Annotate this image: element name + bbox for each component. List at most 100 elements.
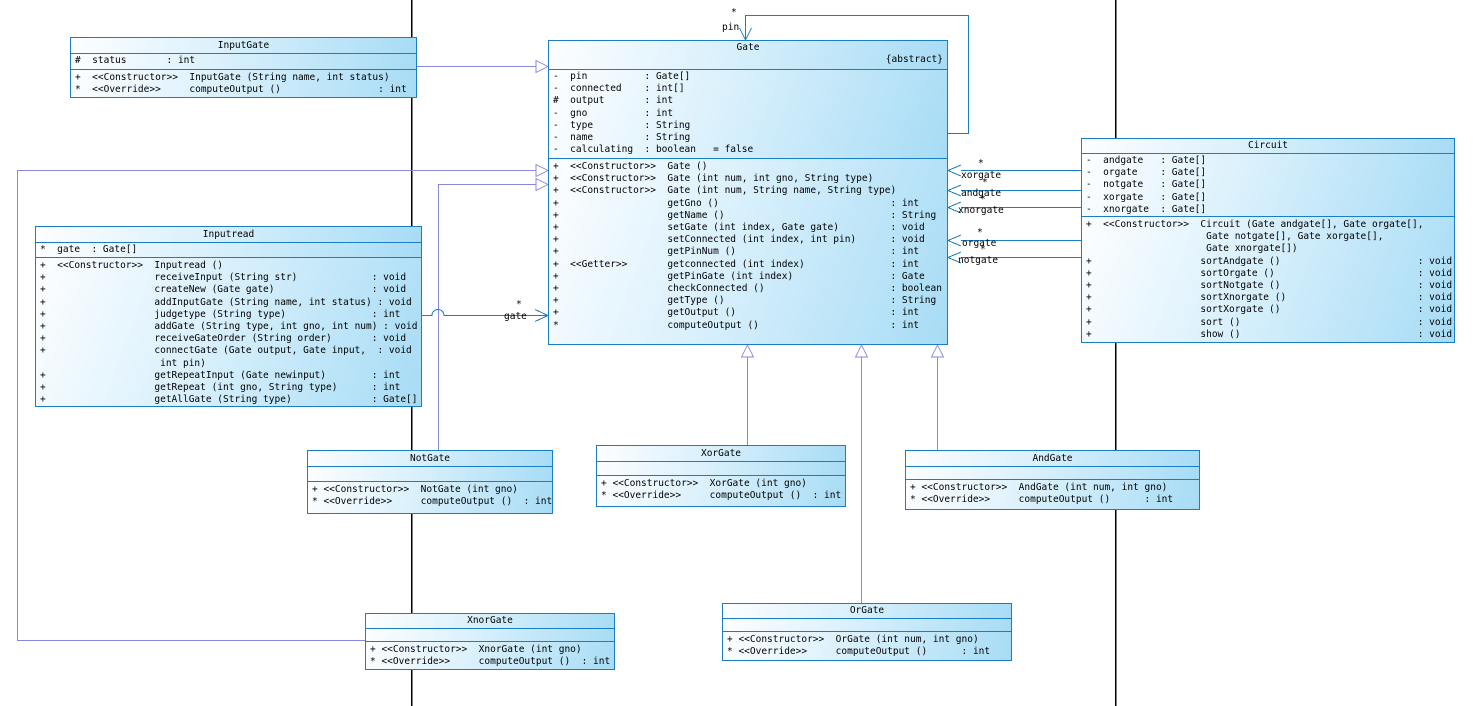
gate-multiplicity-label: * [516,299,522,310]
triangle-arrowhead [535,177,550,192]
operation-row[interactable]: + <<Constructor>> XnorGate (int gno) [370,644,582,655]
class-andgate[interactable]: AndGate + <<Constructor>> AndGate (int n… [905,450,1200,510]
notgate-multiplicity-label: * [980,244,986,255]
operation-row[interactable]: + createNew (Gate gate) : void [40,284,407,296]
operation-row[interactable]: + getGno () : int [553,197,920,209]
association-circuit-orgate[interactable] [947,234,1081,247]
operation-row[interactable]: + show () : void [1086,328,1453,340]
open-arrowhead [947,234,962,247]
operation-row[interactable]: + <<Constructor>> Gate (int num, int gno… [553,173,874,185]
attribute-row[interactable]: # status : int [75,55,196,66]
open-arrowhead [534,309,549,322]
operation-row[interactable]: + addInputGate (String name, int status)… [40,296,412,308]
open-arrowhead [739,27,752,41]
generalization-notgate-to-gate[interactable] [438,177,550,451]
class-inputread[interactable]: Inputread * gate : Gate[] + <<Constructo… [35,226,422,407]
attribute-row[interactable]: - andgate : Gate[] [1086,155,1207,166]
attribute-row[interactable]: # output : int [553,95,674,107]
generalization-andgate-to-gate[interactable] [930,343,945,450]
operation-row[interactable]: + getRepeatInput (Gate newinput) : int [40,369,401,381]
attribute-row[interactable]: - orgate : Gate[] [1086,167,1207,179]
attribute-row[interactable]: - name : String [553,132,691,144]
operation-row[interactable]: + <<Getter>> getconnected (int index) : … [553,258,920,270]
gate-role-label: gate [504,311,527,322]
operation-row[interactable]: + getRepeat (int gno, String type) : int [40,382,401,394]
attribute-row[interactable]: - gno : int [553,107,674,119]
operation-row[interactable]: * computeOutput () : int [553,319,920,331]
operation-row[interactable]: + checkConnected () : boolean [553,283,942,295]
operation-row[interactable]: + connectGate (Gate output, Gate input, … [40,345,412,369]
class-gate[interactable]: Gate {abstract} - pin : Gate[]- connecte… [548,40,948,345]
attributes-compartment [308,466,552,481]
operation-row[interactable]: + <<Constructor>> OrGate (int num, int g… [727,634,979,645]
operation-row[interactable]: + <<Constructor>> Gate (int num, String … [553,185,897,197]
operation-row[interactable]: + sortXorgate () : void [1086,304,1453,316]
andgate-multiplicity-label: * [982,177,988,188]
xnorgate-multiplicity-label: * [980,194,986,205]
operation-row[interactable]: * <<Override>> computeOutput () : int [370,656,611,668]
operation-row[interactable]: + setConnected (int index, int pin) : vo… [553,234,925,246]
operation-row[interactable]: + <<Constructor>> XorGate (int gno) [601,478,807,489]
operations-compartment: + <<Constructor>> Circuit (Gate andgate[… [1082,216,1454,342]
attribute-row[interactable]: * gate : Gate[] [40,244,138,255]
operation-row[interactable]: + <<Constructor>> InputGate (String name… [75,72,390,83]
operation-row[interactable]: * <<Override>> computeOutput () : int [75,84,407,96]
attribute-row[interactable]: - type : String [553,119,691,131]
connector-line [17,170,536,641]
operation-row[interactable]: + receiveInput (String str) : void [40,272,407,284]
operation-row[interactable]: + getOutput () : int [553,307,920,319]
operation-row[interactable]: + getPinGate (int index) : Gate [553,270,925,282]
orgate-role-label: orgate [962,238,997,249]
attribute-row[interactable]: - connected : int[] [553,83,685,95]
operation-row[interactable]: * <<Override>> computeOutput () : int [727,646,991,658]
operation-row[interactable]: + getType () : String [553,295,937,307]
generalization-inputgate-to-gate[interactable] [417,59,550,74]
operation-row[interactable]: + <<Constructor>> Inputread () [40,260,224,271]
class-notgate[interactable]: NotGate + <<Constructor>> NotGate (int g… [307,450,553,514]
operation-row[interactable]: * <<Override>> computeOutput () : int [910,494,1174,506]
class-xnorgate[interactable]: XnorGate + <<Constructor>> XnorGate (int… [365,613,615,670]
attribute-row[interactable]: - calculating : boolean = false [553,144,754,156]
class-xorgate[interactable]: XorGate + <<Constructor>> XorGate (int g… [596,445,846,507]
operation-row[interactable]: + <<Constructor>> Circuit (Gate andgate[… [1086,219,1424,255]
andgate-role-label: andgate [961,188,1001,199]
operation-row[interactable]: + judgetype (String type) : int [40,308,401,320]
association-circuit-andgate[interactable] [947,184,1081,197]
class-circuit[interactable]: Circuit - andgate : Gate[]- orgate : Gat… [1081,138,1455,343]
association-inputread-gate[interactable] [422,309,549,322]
operation-row[interactable]: * <<Override>> computeOutput () : int [312,496,552,508]
pin-multiplicity-label: * [731,7,737,18]
operation-row[interactable]: * <<Override>> computeOutput () : int [601,490,842,502]
attribute-row[interactable]: - pin : Gate[] [553,71,691,82]
class-orgate[interactable]: OrGate + <<Constructor>> OrGate (int num… [722,603,1012,661]
association-circuit-xnorgate[interactable] [947,201,1081,214]
attribute-row[interactable]: - xnorgate : Gate[] [1086,203,1207,215]
operation-row[interactable]: + <<Constructor>> Gate () [553,161,708,172]
class-name: NotGate [409,452,451,464]
abstract-tag: {abstract} [885,54,943,65]
association-circuit-xorgate[interactable] [947,164,1081,177]
association-circuit-notgate[interactable] [947,251,1081,264]
association-gate-pin-self[interactable] [739,15,969,134]
operation-row[interactable]: + getAllGate (String type) : Gate[] [40,394,418,406]
triangle-arrowhead [535,59,550,74]
attribute-row[interactable]: - notgate : Gate[] [1086,179,1207,191]
operation-row[interactable]: + sort () : void [1086,316,1453,328]
operation-row[interactable]: + getName () : String [553,209,937,221]
operation-row[interactable]: + getPinNum () : int [553,246,920,258]
operation-row[interactable]: + sortNotgate () : void [1086,280,1453,292]
operation-row[interactable]: + receiveGateOrder (String order) : void [40,333,407,345]
generalization-orgate-to-gate[interactable] [854,343,869,603]
open-arrowhead [947,184,962,197]
generalization-xorgate-to-gate[interactable] [740,343,755,445]
attribute-row[interactable]: - xorgate : Gate[] [1086,191,1207,203]
class-inputgate[interactable]: InputGate # status : int + <<Constructor… [70,37,417,98]
generalization-xnorgate-to-gate[interactable] [17,163,550,641]
operation-row[interactable]: + addGate (String type, int gno, int num… [40,321,418,333]
operation-row[interactable]: + sortAndgate () : void [1086,255,1453,267]
operation-row[interactable]: + <<Constructor>> NotGate (int gno) [312,484,518,495]
operation-row[interactable]: + <<Constructor>> AndGate (int num, int … [910,482,1168,493]
operation-row[interactable]: + sortXnorgate () : void [1086,292,1453,304]
operation-row[interactable]: + setGate (int index, Gate gate) : void [553,222,925,234]
operation-row[interactable]: + sortOrgate () : void [1086,267,1453,279]
